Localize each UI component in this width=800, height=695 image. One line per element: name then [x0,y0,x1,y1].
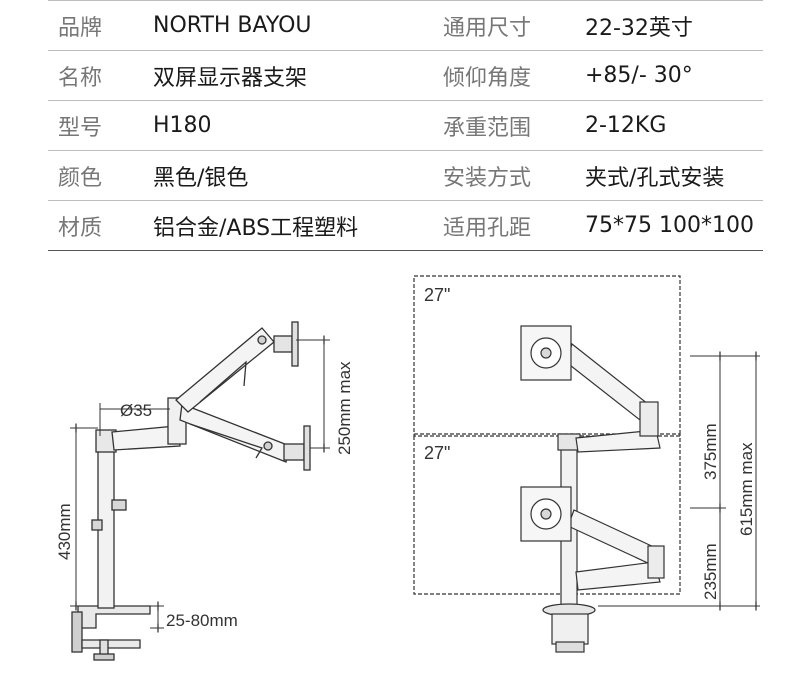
lower-vesa-hub [540,508,552,520]
clamp-pad [71,611,83,653]
front-clamp-body [551,613,589,645]
spec-label: 名称 [48,50,153,101]
spec-label: 承重范围 [443,100,585,151]
clamp-range-label: 25-80mm [166,611,238,630]
spec-label: 安装方式 [443,150,585,201]
side-view-mount [71,321,311,661]
lower-tilt-head [283,443,305,461]
spec-value: 22-32英寸 [585,0,763,51]
lower-vesa-plate [303,425,311,471]
spec-value: 双屏显示器支架 [153,50,443,101]
spec-value: 75*75 100*100 [585,200,763,251]
spec-label: 品牌 [48,0,153,51]
spec-label: 适用孔距 [443,200,585,251]
lower-gas-arm [179,403,291,463]
lower-arm-pivot [263,441,273,451]
front-upper-joint [639,401,659,437]
pole-height-label: 430mm [55,503,74,560]
spec-label: 颜色 [48,150,153,201]
clamp-knob [93,653,115,661]
lower-gas-arm-underside [189,423,263,459]
lower-monitor-outline [413,433,681,595]
spec-value: H180 [153,100,443,151]
spec-label: 倾仰角度 [443,50,585,101]
front-view [413,275,681,653]
front-lower-fixed-arm [575,561,661,591]
spec-table: 品牌 NORTH BAYOU 通用尺寸 22-32英寸 名称 双屏显示器支架 倾… [48,0,763,251]
spec-row: 名称 双屏显示器支架 倾仰角度 +85/- 30° [48,50,763,101]
spec-value: NORTH BAYOU [153,0,443,51]
spec-value: 黑色/银色 [153,150,443,201]
pole-clip-upper [111,499,127,511]
upper-arm-pivot [257,335,267,345]
upper-monitor-outline [413,275,681,437]
front-upper-gas-arm [565,342,649,421]
spec-label: 型号 [48,100,153,151]
lower-height-label: 235mm [701,543,720,600]
spec-row: 品牌 NORTH BAYOU 通用尺寸 22-32英寸 [48,0,763,51]
spec-value: 2-12KG [585,100,763,151]
clamp-jaw [81,639,141,649]
lower-fixed-arm [111,425,181,451]
front-lower-joint [647,545,665,579]
upper-monitor-size-label: 27" [424,285,450,305]
upper-gas-arm-underside [199,360,247,403]
dimension-diagram: Ø35 430mm 250mm max 25-80mm [55,275,760,661]
spec-value: 铝合金/ABS工程塑料 [153,200,443,251]
front-clamp-jaw [555,641,585,653]
pole-clip-lower [91,519,103,531]
upper-vesa-hub [540,347,552,359]
front-lower-gas-arm [567,509,657,565]
spec-value: +85/- 30° [585,50,763,101]
spec-row: 型号 H180 承重范围 2-12KG [48,100,763,151]
spec-label: 通用尺寸 [443,0,585,51]
spec-row: 颜色 黑色/银色 安装方式 夹式/孔式安装 [48,150,763,201]
lower-monitor-size-label: 27" [424,443,450,463]
upper-vesa-plate [291,321,299,367]
spec-label: 材质 [48,200,153,251]
front-upper-fixed-arm [575,429,661,453]
pole-diameter-label: Ø35 [120,401,152,420]
arm-spacing-label: 250mm max [335,361,354,455]
upper-height-label: 375mm [701,423,720,480]
spec-value: 夹式/孔式安装 [585,150,763,201]
clamp-base [77,605,151,629]
upper-tilt-head [273,335,293,353]
spec-row: 材质 铝合金/ABS工程塑料 适用孔距 75*75 100*100 [48,200,763,251]
total-height-label: 615mm max [737,442,756,536]
